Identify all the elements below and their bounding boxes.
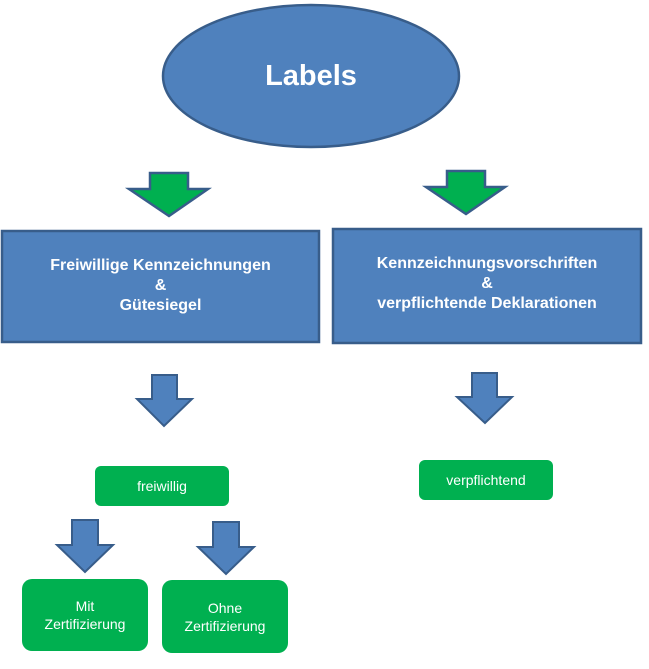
verpflichtend-text: verpflichtend <box>446 472 526 488</box>
mandatory-title: Kennzeichnungsvorschriften & verpflichte… <box>333 250 641 318</box>
arrow-down-icon-green-right <box>421 169 510 216</box>
voluntary-title-line-3: Gütesiegel <box>119 297 202 314</box>
arrow-down-icon-blue-small-right <box>195 521 257 576</box>
root-label-text: Labels <box>265 59 357 92</box>
verpflichtend-box <box>419 460 553 500</box>
freiwillig-text: freiwillig <box>137 478 187 494</box>
mit-zertifizierung-label: Mit Zertifizierung <box>22 579 148 651</box>
mandatory-title-line-2: & <box>481 275 493 292</box>
mandatory-title-line-3: verpflichtende Deklarationen <box>377 295 597 312</box>
ohne-line-2: Zertifizierung <box>184 617 266 634</box>
mit-line-1: Mit <box>75 598 95 614</box>
arrow-down-icon-blue-small-left <box>54 519 116 574</box>
voluntary-title-line-2: & <box>154 277 167 294</box>
arrow-down-icon-green-left <box>124 171 213 218</box>
freiwillig-box <box>95 466 229 506</box>
ohne-zertifizierung-label: Ohne Zertifizierung <box>162 580 288 653</box>
mandatory-box <box>331 227 643 345</box>
arrow-down-icon-blue-left <box>134 374 195 428</box>
voluntary-title: Freiwillige Kennzeichnungen & Gütesiegel <box>2 252 319 320</box>
voluntary-box <box>0 229 321 344</box>
ohne-zertifizierung-box <box>162 580 288 653</box>
root-ellipse <box>161 3 461 149</box>
arrow-down-icon-blue-right <box>454 372 515 425</box>
mandatory-title-line-1: Kennzeichnungsvorschriften <box>376 255 598 272</box>
verpflichtend-label: verpflichtend <box>419 460 553 500</box>
mit-zertifizierung-box <box>22 579 148 651</box>
root-label: Labels <box>163 50 459 102</box>
voluntary-title-line-1: Freiwillige Kennzeichnungen <box>50 257 271 274</box>
ohne-line-1: Ohne <box>207 599 243 616</box>
mit-line-2: Zertifizierung <box>44 616 126 632</box>
freiwillig-label: freiwillig <box>95 466 229 506</box>
